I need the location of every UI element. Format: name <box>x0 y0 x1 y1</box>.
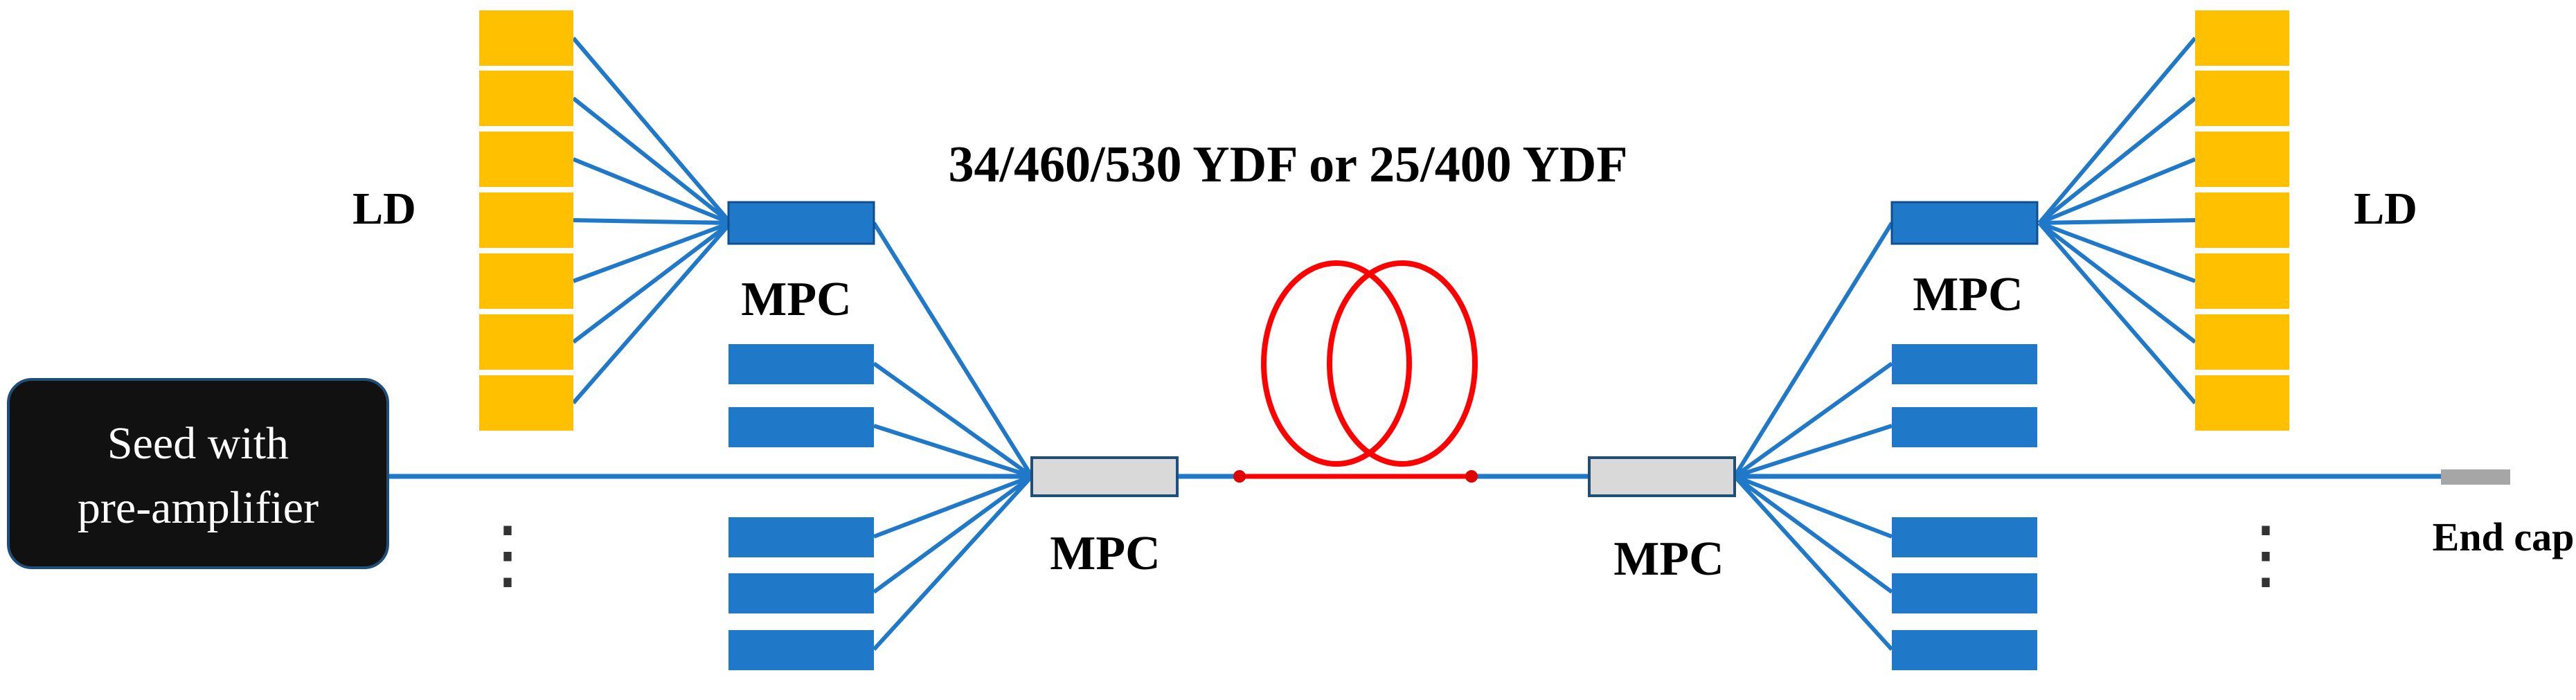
pump-mpc <box>728 573 874 613</box>
pump-mpc-connected <box>727 201 875 245</box>
left-pump-fibers <box>872 222 1034 652</box>
mpc-right-main-label: MPC <box>1613 532 1724 586</box>
left-pump-mpcs <box>727 201 875 670</box>
ld-diode <box>479 192 573 248</box>
ld-diode <box>479 375 573 431</box>
right-ld-fibers <box>2037 37 2197 404</box>
ld-diode <box>2195 71 2289 126</box>
mpc-right-pump-label: MPC <box>1913 268 2023 321</box>
pump-mpc <box>1892 517 2037 557</box>
splice-point <box>1233 470 1246 483</box>
ld-diode <box>2195 375 2289 431</box>
pump-mpc <box>1892 573 2037 613</box>
end-cap <box>2441 469 2510 485</box>
pump-mpc <box>728 407 874 447</box>
splice-point <box>1465 470 1478 483</box>
ld-diode <box>2195 10 2289 66</box>
pump-mpc-connected <box>1890 201 2039 245</box>
pump-mpc <box>728 517 874 557</box>
ld-left-label: LD <box>352 183 416 234</box>
ld-diode <box>479 253 573 309</box>
right-ld-stack <box>2195 10 2289 431</box>
ld-diode <box>2195 132 2289 187</box>
mpc-left-pump-label: MPC <box>741 273 851 326</box>
ld-diode <box>479 314 573 370</box>
mpc-left-main-label: MPC <box>1050 527 1160 580</box>
main-mpc-left <box>1030 456 1179 497</box>
end-cap-label: End cap <box>2433 514 2575 559</box>
pump-mpc <box>1892 344 2037 384</box>
ydf-coil <box>1233 260 1478 483</box>
pump-mpc <box>1892 407 2037 447</box>
main-mpc-right <box>1588 456 1736 497</box>
right-pump-fibers <box>1733 222 1894 652</box>
pump-mpc <box>728 630 874 670</box>
ld-right-label: LD <box>2354 183 2417 234</box>
ld-diode <box>479 71 573 126</box>
ellipsis-right: ⋮ <box>2228 512 2304 597</box>
ld-diode <box>2195 253 2289 309</box>
ld-diode <box>2195 192 2289 248</box>
diagram-title: 34/460/530 YDF or 25/400 YDF <box>948 136 1627 193</box>
pump-mpc <box>1892 630 2037 670</box>
right-pump-mpcs <box>1890 201 2039 670</box>
ld-diode <box>2195 314 2289 370</box>
seed-label-line2: pre-amplifier <box>78 483 319 533</box>
left-ld-fibers <box>571 37 733 404</box>
ellipsis-left: ⋮ <box>469 512 546 597</box>
pump-mpc <box>728 344 874 384</box>
left-ld-stack <box>479 10 573 431</box>
ld-diode <box>479 132 573 187</box>
seed-box <box>7 378 389 569</box>
ld-diode <box>479 10 573 66</box>
seed-label-line1: Seed with <box>107 418 289 469</box>
